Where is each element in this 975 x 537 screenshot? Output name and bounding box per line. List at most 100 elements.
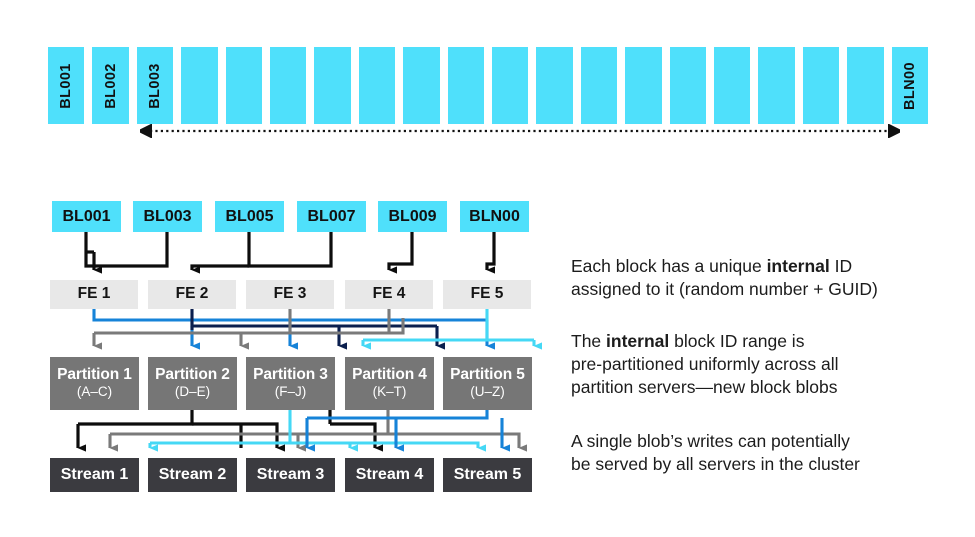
block-node-bl003[interactable]: BL003 xyxy=(133,201,202,232)
strip-block-label: BLN00 xyxy=(901,61,918,110)
caption-emphasis: internal xyxy=(766,256,830,276)
wire-partitions-to-streams-blue xyxy=(305,410,510,452)
caption-all-servers: A single blob’s writes can potentially b… xyxy=(571,430,971,476)
partition-range: (F–J) xyxy=(274,384,307,400)
block-node-bln00[interactable]: BLN00 xyxy=(460,201,529,232)
partition-range: (D–E) xyxy=(174,384,211,400)
stream-node-4[interactable]: Stream 4 xyxy=(345,458,434,492)
strip-block-label: BL001 xyxy=(58,62,75,109)
stream-node-label: Stream 4 xyxy=(355,466,424,484)
stream-node-5[interactable]: Stream 5 xyxy=(443,458,532,492)
strip-block-17[interactable] xyxy=(758,47,795,124)
strip-block-10[interactable] xyxy=(447,47,484,124)
block-node-label: BL001 xyxy=(62,207,111,225)
strip-block-6[interactable] xyxy=(270,47,307,124)
wire-partitions-to-streams-cyan xyxy=(148,410,486,452)
block-node-bl009[interactable]: BL009 xyxy=(378,201,447,232)
wire-p4-to-streams-black xyxy=(328,410,383,452)
frontend-node-label: FE 2 xyxy=(175,285,209,303)
block-range-span-arrow xyxy=(140,124,900,138)
strip-block-label: BL003 xyxy=(146,62,163,109)
frontend-node-fe2[interactable]: FE 2 xyxy=(148,280,236,309)
wire-bl001-bl003-to-fe1 xyxy=(84,232,169,274)
caption-prepartitioned: The internal block ID range is pre-parti… xyxy=(571,330,971,399)
frontend-node-label: FE 5 xyxy=(470,285,504,303)
frontend-node-label: FE 4 xyxy=(372,285,406,303)
caption-text: Each block has a unique xyxy=(571,256,767,276)
strip-block-4[interactable] xyxy=(181,47,218,124)
partition-node-4[interactable]: Partition 4 (K–T) xyxy=(345,357,434,410)
strip-block-11[interactable] xyxy=(492,47,529,124)
frontend-node-label: FE 3 xyxy=(273,285,307,303)
block-node-label: BL005 xyxy=(225,207,274,225)
block-node-bl005[interactable]: BL005 xyxy=(215,201,284,232)
stream-node-label: Stream 3 xyxy=(256,466,325,484)
strip-block-bl001[interactable]: BL001 xyxy=(48,47,85,124)
stream-node-1[interactable]: Stream 1 xyxy=(50,458,139,492)
wire-fe1-to-partitions xyxy=(92,309,495,350)
caption-line: assigned to it (random number + GUID) xyxy=(571,279,878,300)
stream-node-label: Stream 1 xyxy=(60,466,129,484)
strip-block-16[interactable] xyxy=(714,47,751,124)
wire-p2-to-streams xyxy=(76,410,285,452)
strip-block-18[interactable] xyxy=(802,47,840,124)
caption-text: The xyxy=(571,331,607,351)
frontend-node-label: FE 1 xyxy=(77,285,111,303)
frontend-node-fe1[interactable]: FE 1 xyxy=(50,280,138,309)
wire-fe2-to-partitions xyxy=(190,309,445,350)
block-node-label: BL009 xyxy=(388,207,437,225)
partition-node-3[interactable]: Partition 3 (F–J) xyxy=(246,357,335,410)
frontend-node-fe3[interactable]: FE 3 xyxy=(246,280,334,309)
stream-node-label: Stream 5 xyxy=(453,466,522,484)
block-node-label: BL003 xyxy=(143,207,192,225)
partition-title: Partition 1 xyxy=(57,366,132,384)
block-node-label: BLN00 xyxy=(469,207,520,225)
partition-node-2[interactable]: Partition 2 (D–E) xyxy=(148,357,237,410)
partition-node-1[interactable]: Partition 1 (A–C) xyxy=(50,357,139,410)
caption-line: A single blob’s writes can potentially xyxy=(571,431,850,451)
strip-block-9[interactable] xyxy=(403,47,440,124)
partition-node-5[interactable]: Partition 5 (U–Z) xyxy=(443,357,532,410)
strip-block-bln00[interactable]: BLN00 xyxy=(891,47,928,124)
wire-partitions-to-streams-gray xyxy=(108,410,527,452)
caption-text: block ID range is xyxy=(669,331,805,351)
partition-range: (K–T) xyxy=(372,384,407,400)
wire-bl009-to-fe4 xyxy=(387,232,414,274)
caption-emphasis: internal xyxy=(606,331,670,351)
partition-title: Partition 4 xyxy=(352,366,427,384)
strip-block-15[interactable] xyxy=(669,47,706,124)
block-node-bl007[interactable]: BL007 xyxy=(297,201,366,232)
partition-title: Partition 5 xyxy=(450,366,525,384)
stream-node-3[interactable]: Stream 3 xyxy=(246,458,335,492)
strip-block-bl003[interactable]: BL003 xyxy=(136,47,174,124)
strip-block-8[interactable] xyxy=(358,47,396,124)
wire-bl005-bl007-to-fe2 xyxy=(190,232,333,274)
stream-node-label: Stream 2 xyxy=(158,466,227,484)
caption-internal-id: Each block has a unique internal ID assi… xyxy=(571,255,971,301)
strip-block-bl002[interactable]: BL002 xyxy=(92,47,129,124)
caption-line: be served by all servers in the cluster xyxy=(571,454,860,475)
block-node-label: BL007 xyxy=(307,207,356,225)
caption-line: pre-partitioned uniformly across all xyxy=(571,354,839,375)
block-node-bl001[interactable]: BL001 xyxy=(52,201,121,232)
strip-block-19[interactable] xyxy=(847,47,884,124)
partition-title: Partition 2 xyxy=(155,366,230,384)
caption-text: ID xyxy=(829,256,853,276)
wire-fe3-to-partitions xyxy=(92,309,405,350)
partition-range: (A–C) xyxy=(76,384,113,400)
partition-title: Partition 3 xyxy=(253,366,328,384)
strip-block-7[interactable] xyxy=(314,47,351,124)
caption-line: Each block has a unique internal ID xyxy=(571,255,971,278)
strip-block-12[interactable] xyxy=(536,47,573,124)
caption-line: The internal block ID range is xyxy=(571,330,971,353)
strip-block-5[interactable] xyxy=(225,47,262,124)
partition-range: (U–Z) xyxy=(470,384,505,400)
strip-block-14[interactable] xyxy=(625,47,662,124)
frontend-node-fe4[interactable]: FE 4 xyxy=(345,280,433,309)
wire-bln00-to-fe5 xyxy=(485,232,496,274)
frontend-node-fe5[interactable]: FE 5 xyxy=(443,280,531,309)
stream-node-2[interactable]: Stream 2 xyxy=(148,458,237,492)
strip-block-label: BL002 xyxy=(102,62,119,109)
strip-block-13[interactable] xyxy=(580,47,618,124)
